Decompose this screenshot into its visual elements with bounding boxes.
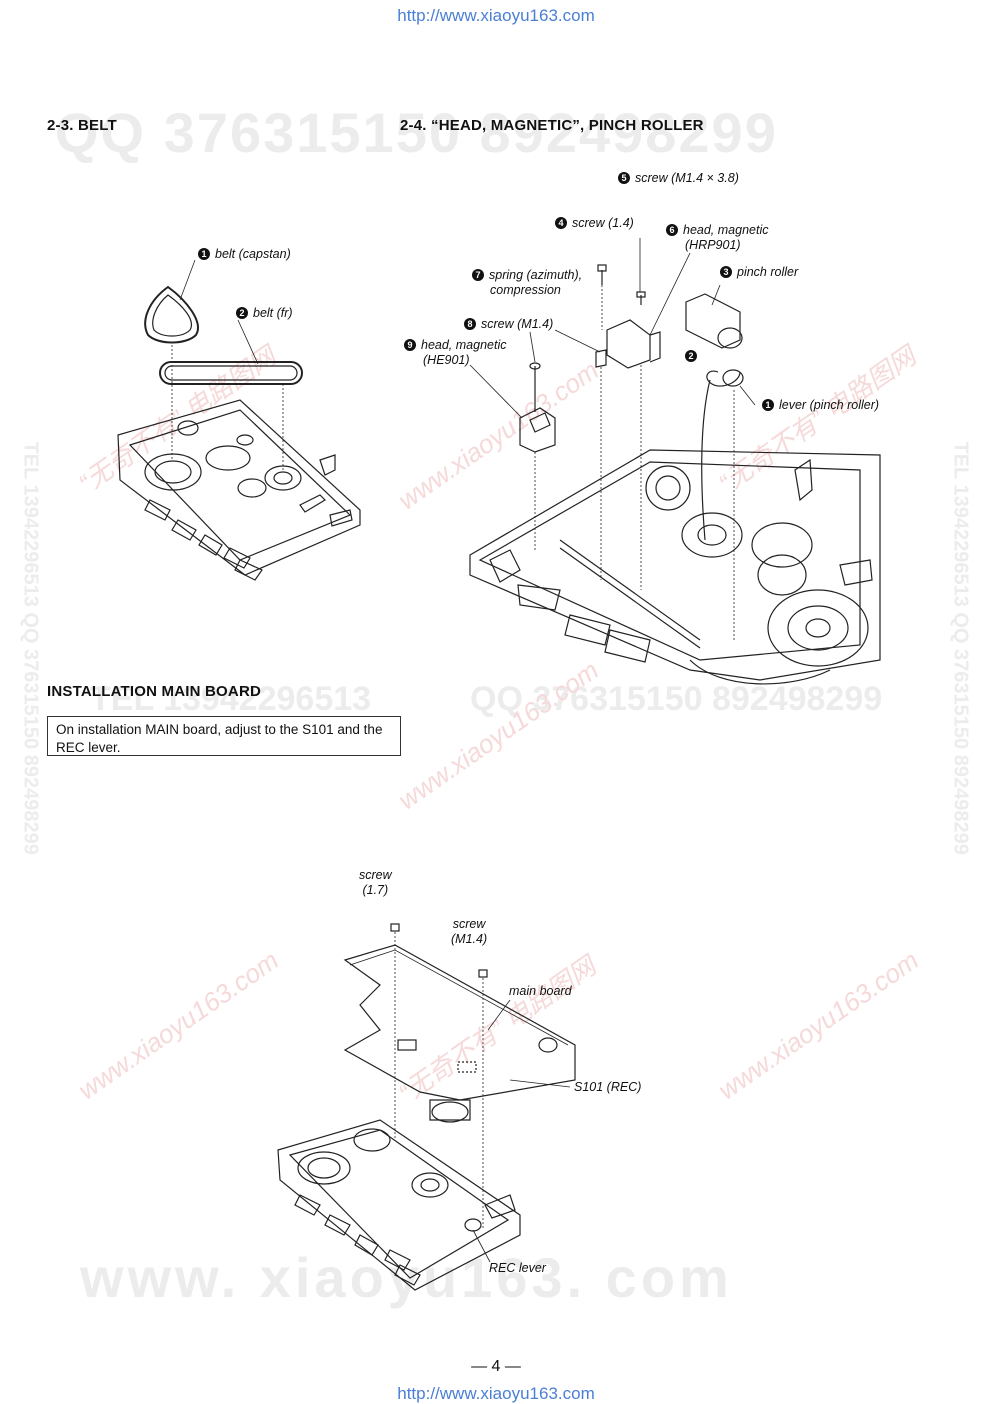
callout-number: 7 xyxy=(472,269,484,281)
pinch-roller-label: 3 pinch roller xyxy=(720,265,798,279)
installation-note: On installation MAIN board, adjust to th… xyxy=(47,716,401,756)
callout-number: 2 xyxy=(236,307,248,319)
main-board-label: main board xyxy=(509,984,572,998)
callout-number: 2 xyxy=(685,350,697,362)
label-text: head, magnetic xyxy=(683,223,769,237)
label-text: screw (M1.4 × 3.8) xyxy=(635,171,739,185)
label-text: screw xyxy=(359,868,392,882)
screw-14-label: 4 screw (1.4) xyxy=(555,216,634,230)
screw-m14x38-label: 5 screw (M1.4 × 3.8) xyxy=(618,171,739,185)
callout-number: 6 xyxy=(666,224,678,236)
head-he901-label: 9 head, magnetic (HE901) xyxy=(404,338,506,368)
callout-number: 1 xyxy=(198,248,210,260)
header-url[interactable]: http://www.xiaoyu163.com xyxy=(397,6,595,25)
label-text-2: (HE901) xyxy=(423,353,470,367)
belt-fr-label: 2 belt (fr) xyxy=(236,306,293,320)
label-text-2: (1.7) xyxy=(362,883,389,897)
install-diagram xyxy=(277,923,576,1291)
label-text-2: compression xyxy=(490,283,561,297)
lever-pinch-roller-label: 1 lever (pinch roller) xyxy=(762,398,879,412)
step-2-marker: 2 xyxy=(685,349,702,363)
callout-number: 4 xyxy=(555,217,567,229)
label-text: head, magnetic xyxy=(421,338,507,352)
screw-17-label: screw (1.7) xyxy=(359,868,392,898)
label-text: belt (fr) xyxy=(253,306,293,320)
rec-lever-label: REC lever xyxy=(489,1261,546,1275)
label-text-2: (HRP901) xyxy=(685,238,741,252)
belt-section-title: 2-3. BELT xyxy=(47,117,117,134)
callout-number: 8 xyxy=(464,318,476,330)
watermark-tel-mid: TEL 13942296513 xyxy=(90,680,372,718)
watermark-www-bottom: www. xiaoyu163. com xyxy=(80,1246,733,1309)
callout-number: 9 xyxy=(404,339,416,351)
callout-number: 3 xyxy=(720,266,732,278)
label-text: screw (1.4) xyxy=(572,216,634,230)
head-section-title: 2-4. “HEAD, MAGNETIC”, PINCH ROLLER xyxy=(400,117,704,134)
label-text: belt (capstan) xyxy=(215,247,291,261)
spring-azimuth-label: 7 spring (azimuth), compression xyxy=(472,268,582,298)
label-text: screw xyxy=(452,917,486,931)
footer-url[interactable]: http://www.xiaoyu163.com xyxy=(397,1384,595,1403)
install-section-title: INSTALLATION MAIN BOARD xyxy=(47,683,262,700)
label-text: pinch roller xyxy=(737,265,799,279)
s101-rec-label: S101 (REC) xyxy=(574,1080,642,1094)
label-text: lever (pinch roller) xyxy=(779,398,880,412)
watermark-qq-mid: QQ 376315150 892498299 xyxy=(470,680,883,718)
screw-m14-label: 8 screw (M1.4) xyxy=(464,317,553,331)
callout-number: 5 xyxy=(618,172,630,184)
label-text: screw (M1.4) xyxy=(481,317,554,331)
screw-m14-install-label: screw (M1.4) xyxy=(451,917,487,947)
head-hrp901-label: 6 head, magnetic (HRP901) xyxy=(666,223,768,253)
callout-number: 1 xyxy=(762,399,774,411)
belt-capstan-label: 1 belt (capstan) xyxy=(198,247,291,261)
head-diagram xyxy=(469,238,881,685)
watermark-qq-top: QQ 376315150 892498299 xyxy=(55,101,778,164)
label-text-2: (M1.4) xyxy=(451,932,488,946)
belt-diagram xyxy=(117,259,361,581)
page-number: — 4 — xyxy=(471,1358,521,1375)
label-text: spring (azimuth), xyxy=(489,268,583,282)
